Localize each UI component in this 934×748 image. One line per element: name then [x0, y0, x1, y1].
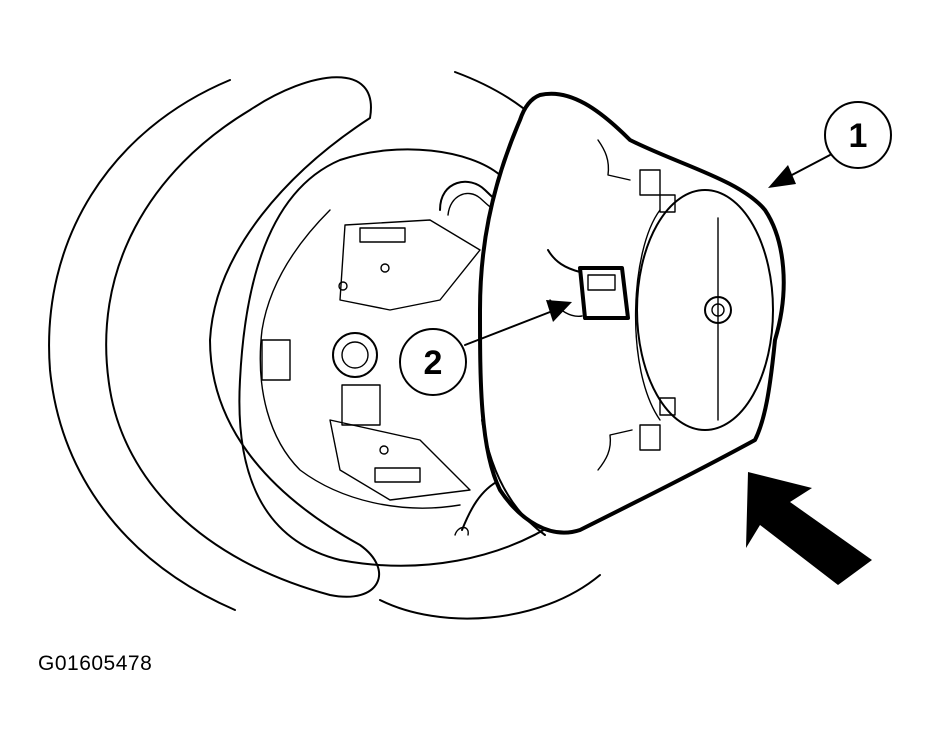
- airbag-connector-latch: [587, 274, 616, 291]
- callout-1-arrowhead: [768, 165, 796, 188]
- airbag-center-boss-inner: [711, 303, 725, 317]
- hub-slot-lower: [374, 467, 421, 483]
- clip-upper-2: [659, 194, 676, 213]
- callout-2-circle: [399, 328, 467, 396]
- hub-slot-upper: [359, 227, 406, 243]
- airbag-module-lower-edge: [481, 419, 546, 536]
- callout-2-arrowhead: [546, 300, 572, 322]
- hub-center-bolt-inner: [341, 341, 369, 369]
- hub-frame-lower: [329, 419, 471, 501]
- figure-code: G01605478: [38, 652, 153, 675]
- callout-2-leader: [464, 311, 551, 346]
- steering-wheel-rim-outer: [48, 79, 236, 611]
- airbag-connector-body: [578, 266, 630, 320]
- callout-1-leader: [789, 154, 831, 177]
- steering-wheel-rim-lower: [379, 574, 601, 620]
- hub-hole-1: [338, 281, 348, 291]
- removal-direction-arrow: [746, 472, 872, 585]
- callout-1-circle: [824, 101, 892, 169]
- airbag-module-outline: [478, 91, 786, 535]
- hub-bracket-left: [261, 339, 291, 381]
- hub-hole-2: [380, 263, 390, 273]
- hub-hole-3: [379, 445, 389, 455]
- callout-1-label: 1: [849, 117, 868, 155]
- airbag-horn-plate: [636, 189, 774, 431]
- callout-2-label: 2: [424, 344, 443, 382]
- hub-frame-left: [339, 219, 481, 311]
- hub-lower-tab: [341, 384, 381, 426]
- module-rib-left-lower: [597, 429, 633, 471]
- airbag-horn-plate-left-edge: [634, 209, 661, 421]
- hub-plate-inner: [259, 209, 461, 509]
- hub-center-bolt-outer: [332, 332, 378, 378]
- clip-lower-2: [639, 424, 661, 451]
- airbag-connector-wire: [547, 249, 581, 273]
- module-rib-left-upper: [597, 139, 631, 181]
- wire-end-loop: [454, 526, 469, 536]
- clip-lower-1: [659, 397, 676, 416]
- airbag-center-boss-outer: [704, 296, 732, 324]
- steering-wheel-rim-inner-left: [105, 76, 380, 598]
